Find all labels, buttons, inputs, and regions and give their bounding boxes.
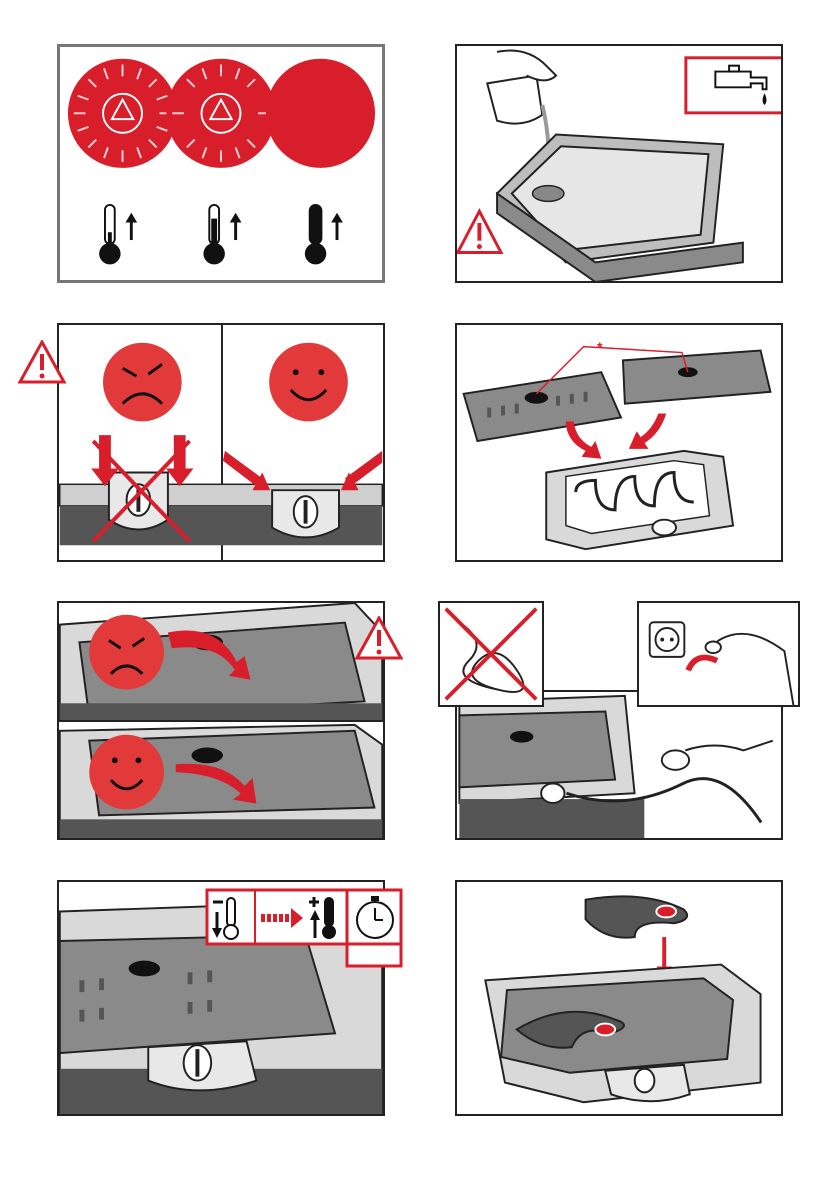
angry-face-icon: [89, 615, 164, 690]
plug-icon: [662, 741, 773, 770]
plug-in-illustration: [457, 692, 781, 838]
panel-assemble-control-unit: [57, 323, 385, 562]
happy-face-icon: [89, 735, 164, 810]
warning-icon: [355, 616, 403, 660]
panel-thermostat-settings: [57, 44, 385, 283]
panel-plate-orientation: [57, 601, 385, 840]
happy-face-icon: [269, 343, 348, 422]
drip-tray: [497, 134, 743, 281]
thermostat-dial-high: [266, 59, 375, 168]
grill-base: [546, 451, 733, 549]
grill-plate: [464, 372, 621, 441]
temp-low-icon: [99, 205, 137, 264]
panel-place-food: [455, 880, 783, 1116]
wall-socket-icon: [637, 601, 800, 707]
panel-insert-plates: *: [455, 323, 783, 562]
plate-orientation-illustration: [59, 603, 383, 838]
warning-icon: [458, 211, 501, 252]
panel-fill-water-tray: [455, 44, 783, 283]
thermostat-dial-mid: [166, 59, 275, 168]
water-tap-icon: [686, 58, 781, 113]
control-unit-illustration: [59, 325, 383, 560]
warning-icon: [18, 340, 66, 384]
thermostat-illustration: [60, 47, 382, 280]
preheat-instructions: [205, 888, 403, 968]
temp-high-icon: [305, 205, 343, 264]
insert-plates-illustration: [457, 325, 781, 560]
angry-face-icon: [103, 343, 182, 422]
thermostat-dial-low: [68, 59, 177, 168]
plate-marker: *: [597, 339, 602, 355]
panel-plug-in-appliance: [455, 690, 783, 840]
griddle-plate: [623, 351, 770, 404]
place-food-illustration: [457, 882, 781, 1114]
temp-mid-icon: [203, 205, 241, 264]
water-tray-illustration: [457, 46, 781, 281]
tangled-cord-icon: [438, 601, 544, 707]
steak-icon: [586, 896, 688, 937]
